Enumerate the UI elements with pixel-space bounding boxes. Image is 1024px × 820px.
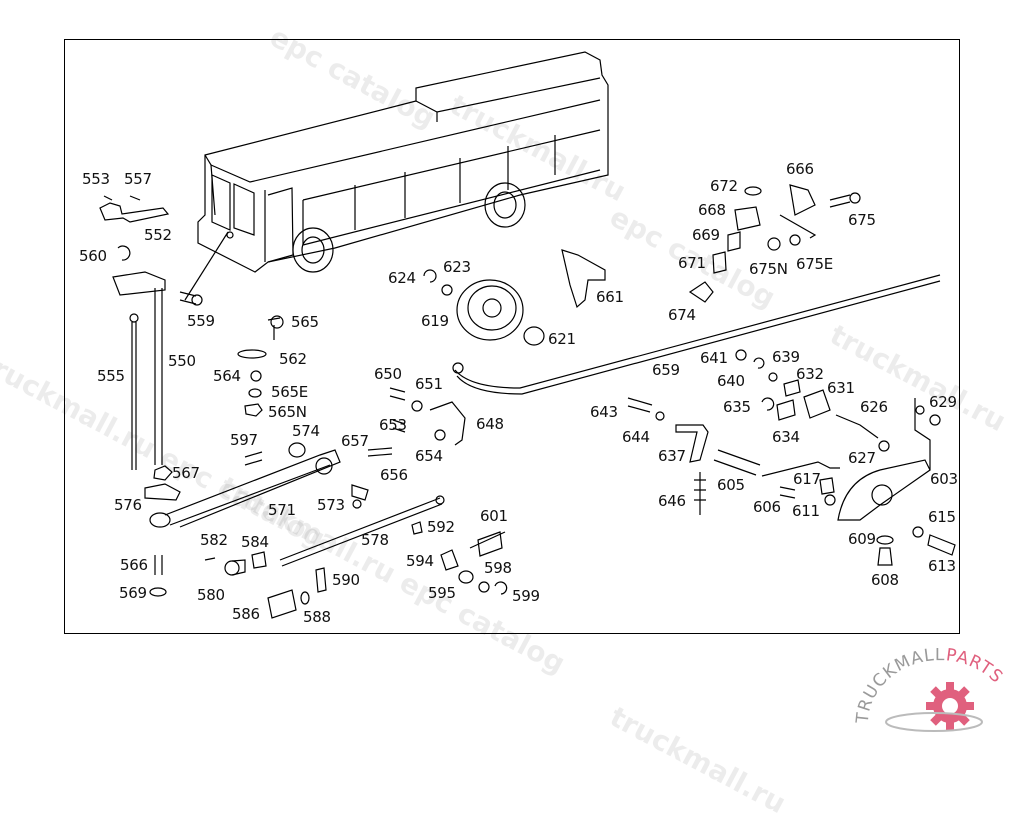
- bus-illustration: [184, 51, 609, 301]
- part-label-565e[interactable]: 565E: [271, 383, 308, 401]
- part-label-624[interactable]: 624: [388, 269, 416, 287]
- part-label-646[interactable]: 646: [658, 492, 686, 510]
- part-label-634[interactable]: 634: [772, 428, 800, 446]
- drum-and-lever-parts: [367, 249, 941, 595]
- part-label-635[interactable]: 635: [723, 398, 751, 416]
- diagram-frame: [64, 39, 960, 634]
- part-label-609[interactable]: 609: [848, 530, 876, 548]
- part-label-586[interactable]: 586: [232, 605, 260, 623]
- part-label-627[interactable]: 627: [848, 449, 876, 467]
- part-label-631[interactable]: 631: [827, 379, 855, 397]
- part-label-559[interactable]: 559: [187, 312, 215, 330]
- part-label-594[interactable]: 594: [406, 552, 434, 570]
- part-label-659[interactable]: 659: [652, 361, 680, 379]
- part-label-608[interactable]: 608: [871, 571, 899, 589]
- part-label-675[interactable]: 675: [848, 211, 876, 229]
- part-label-552[interactable]: 552: [144, 226, 172, 244]
- part-label-613[interactable]: 613: [928, 557, 956, 575]
- part-label-619[interactable]: 619: [421, 312, 449, 330]
- part-label-629[interactable]: 629: [929, 393, 957, 411]
- part-label-654[interactable]: 654: [415, 447, 443, 465]
- part-label-578[interactable]: 578: [361, 531, 389, 549]
- part-label-643[interactable]: 643: [590, 403, 618, 421]
- part-label-557[interactable]: 557: [124, 170, 152, 188]
- part-label-669[interactable]: 669: [692, 226, 720, 244]
- part-label-617[interactable]: 617: [793, 470, 821, 488]
- part-label-606[interactable]: 606: [753, 498, 781, 516]
- part-label-567[interactable]: 567: [172, 464, 200, 482]
- exploded-parts-drawing: [99, 51, 956, 619]
- part-label-553[interactable]: 553: [82, 170, 110, 188]
- part-label-564[interactable]: 564: [213, 367, 241, 385]
- part-label-657[interactable]: 657: [341, 432, 369, 450]
- part-label-626[interactable]: 626: [860, 398, 888, 416]
- truckmallparts-logo: TRUCKMALLPARTS: [853, 648, 1006, 732]
- part-label-639[interactable]: 639: [772, 348, 800, 366]
- part-label-598[interactable]: 598: [484, 559, 512, 577]
- part-label-582[interactable]: 582: [200, 531, 228, 549]
- part-label-672[interactable]: 672: [710, 177, 738, 195]
- part-label-560[interactable]: 560: [79, 247, 107, 265]
- part-label-601[interactable]: 601: [480, 507, 508, 525]
- part-label-611[interactable]: 611: [792, 502, 820, 520]
- part-label-675n[interactable]: 675N: [749, 260, 788, 278]
- part-label-566[interactable]: 566: [120, 556, 148, 574]
- bracket-and-valve-parts: [627, 184, 956, 566]
- part-label-640[interactable]: 640: [717, 372, 745, 390]
- part-label-595[interactable]: 595: [428, 584, 456, 602]
- part-label-588[interactable]: 588: [303, 608, 331, 626]
- part-label-574[interactable]: 574: [292, 422, 320, 440]
- part-label-576[interactable]: 576: [114, 496, 142, 514]
- part-label-675e[interactable]: 675E: [796, 255, 833, 273]
- wiper-linkage-parts: [99, 195, 445, 619]
- part-label-632[interactable]: 632: [796, 365, 824, 383]
- part-label-605[interactable]: 605: [717, 476, 745, 494]
- part-label-603[interactable]: 603: [930, 470, 958, 488]
- part-label-666[interactable]: 666: [786, 160, 814, 178]
- part-label-550[interactable]: 550: [168, 352, 196, 370]
- part-label-621[interactable]: 621: [548, 330, 576, 348]
- part-label-590[interactable]: 590: [332, 571, 360, 589]
- part-label-569[interactable]: 569: [119, 584, 147, 602]
- part-label-599[interactable]: 599: [512, 587, 540, 605]
- gear-icon: [926, 682, 974, 730]
- part-label-668[interactable]: 668: [698, 201, 726, 219]
- part-label-648[interactable]: 648: [476, 415, 504, 433]
- part-label-637[interactable]: 637: [658, 447, 686, 465]
- part-label-623[interactable]: 623: [443, 258, 471, 276]
- part-label-555[interactable]: 555: [97, 367, 125, 385]
- part-label-650[interactable]: 650: [374, 365, 402, 383]
- part-label-656[interactable]: 656: [380, 466, 408, 484]
- part-label-565[interactable]: 565: [291, 313, 319, 331]
- part-label-592[interactable]: 592: [427, 518, 455, 536]
- swoosh-icon: [885, 712, 983, 732]
- part-label-573[interactable]: 573: [317, 496, 345, 514]
- part-label-562[interactable]: 562: [279, 350, 307, 368]
- part-label-615[interactable]: 615: [928, 508, 956, 526]
- part-label-661[interactable]: 661: [596, 288, 624, 306]
- part-label-644[interactable]: 644: [622, 428, 650, 446]
- part-label-653[interactable]: 653: [379, 416, 407, 434]
- part-label-565n[interactable]: 565N: [268, 403, 307, 421]
- part-label-597[interactable]: 597: [230, 431, 258, 449]
- part-label-580[interactable]: 580: [197, 586, 225, 604]
- part-label-671[interactable]: 671: [678, 254, 706, 272]
- part-label-584[interactable]: 584: [241, 533, 269, 551]
- part-label-674[interactable]: 674: [668, 306, 696, 324]
- part-label-651[interactable]: 651: [415, 375, 443, 393]
- part-label-571[interactable]: 571: [268, 501, 296, 519]
- part-label-641[interactable]: 641: [700, 349, 728, 367]
